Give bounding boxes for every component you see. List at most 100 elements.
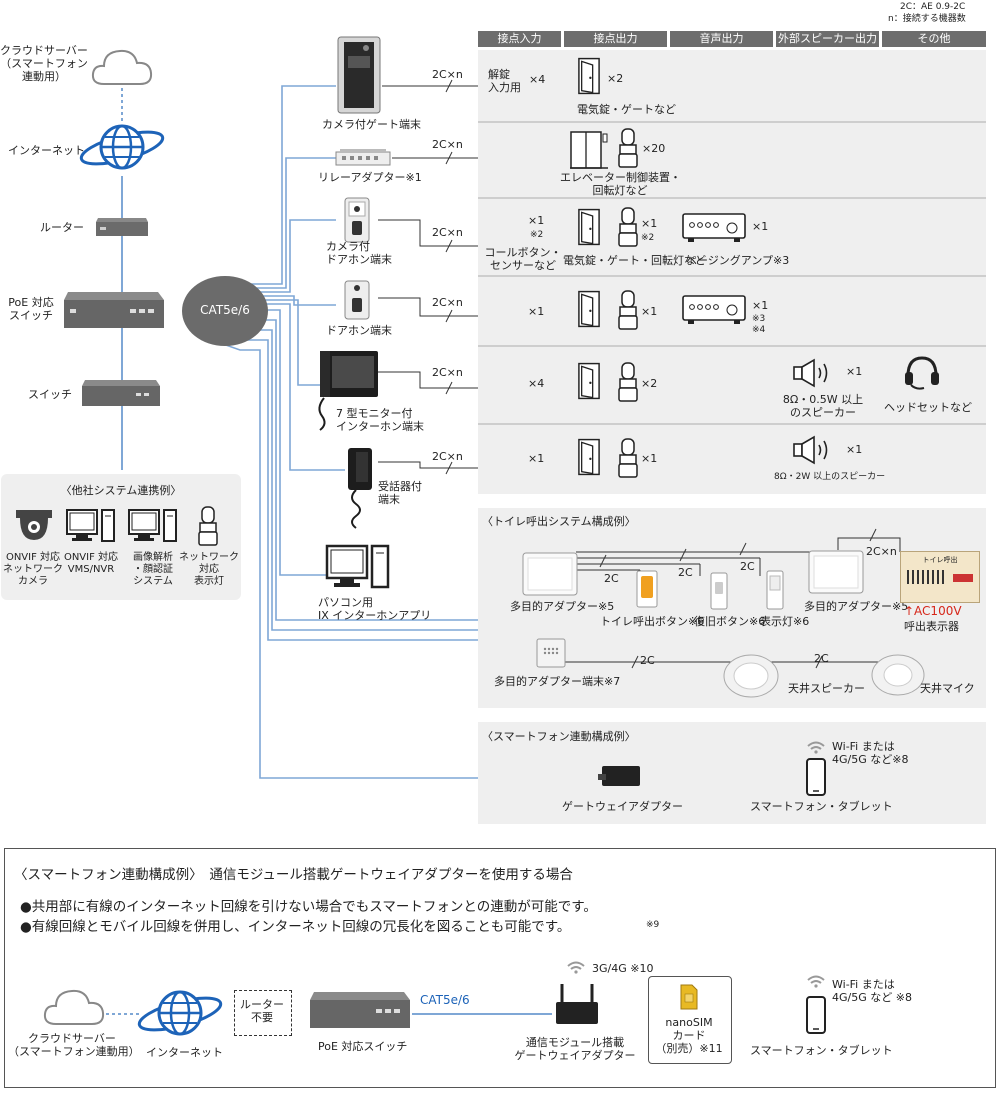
- other-system-camera: ONVIF 対応 ネットワーク カメラ: [3, 552, 63, 587]
- row3-input-count: ×1: [528, 214, 545, 227]
- header-other: その他: [882, 31, 986, 47]
- gateway-adapter-icon: [598, 766, 640, 786]
- vms-pc-icon: [66, 509, 115, 542]
- multipurpose-adapter-icon: [522, 552, 578, 596]
- row3-amp-caption: ページングアンプ※3: [686, 254, 790, 267]
- row2-output-count: ×20: [642, 142, 666, 155]
- router-icon: [96, 218, 148, 236]
- bottom-cloud-label: クラウドサーバー （スマートフォン連動用）: [8, 1032, 140, 1058]
- wifi-icon: [807, 741, 825, 754]
- toilet-call-button-icon: [636, 570, 658, 608]
- pc-app-icon: [325, 544, 390, 589]
- handset-terminal-icon: [348, 448, 372, 529]
- header-contact-input: 接点入力: [478, 31, 561, 47]
- relay-adapter-icon: [335, 149, 391, 166]
- internet-label: インターネット: [8, 144, 85, 157]
- toilet-wire-2c-a: 2C: [604, 572, 619, 585]
- bottom-internet-label: インターネット: [146, 1046, 223, 1059]
- header-contact-output: 接点出力: [564, 31, 667, 47]
- cat-cable-label: CAT5e/6: [200, 303, 250, 317]
- doorphone-icon: [344, 280, 370, 320]
- toilet-wire-2cn: 2C×n: [866, 545, 897, 558]
- multipurpose-terminal-label: 多目的アダプター端末※7: [494, 675, 621, 688]
- cat-cable-bubble: [182, 276, 268, 346]
- camera-gate-terminal-icon: [337, 36, 381, 114]
- other-system-face: 画像解析 ・顔認証 システム: [133, 552, 173, 587]
- nanosim-box: [648, 976, 732, 1064]
- headset-icon: [905, 356, 939, 390]
- elevator-icon: [570, 131, 608, 169]
- toilet-wire-2c-d: 2C: [640, 654, 655, 667]
- bottom-wifi-label: Wi-Fi または 4G/5G など ※8: [832, 978, 912, 1004]
- sim-card-icon: [680, 984, 698, 1010]
- terminal-relay-adapter: リレーアダプター※1: [318, 171, 422, 184]
- row4-input-count: ×1: [528, 305, 545, 318]
- row3-input-note: ※2: [530, 230, 544, 240]
- indicator-lamp-label: 表示灯※6: [760, 615, 810, 628]
- bottom-poe-switch-icon: [310, 992, 410, 1028]
- smartphone-link-title: 〈スマートフォン連動構成例〉: [482, 730, 636, 743]
- wire-label-row3: 2C×n: [432, 226, 463, 239]
- call-display-grille: [907, 570, 947, 584]
- row3-output-caption: 電気錠・ゲート・回転灯など: [563, 254, 706, 267]
- other-system-vms: ONVIF 対応 VMS/NVR: [63, 552, 119, 575]
- other-systems-title: 〈他社システム連携例〉: [60, 484, 182, 497]
- row2-output-caption: エレベーター制御装置・ 回転灯など: [560, 171, 681, 197]
- header-audio-output: 音声出力: [670, 31, 773, 47]
- camera-doorphone-icon: [344, 197, 370, 243]
- gateway-adapter-label: ゲートウェイアダプター: [562, 800, 683, 813]
- face-recognition-pc-icon: [128, 509, 177, 542]
- bottom-title: 〈スマートフォン連動構成例〉 通信モジュール搭載ゲートウェイアダプターを使用する…: [14, 867, 573, 883]
- toilet-system-title: 〈トイレ呼出システム構成例〉: [482, 515, 636, 528]
- bottom-bullet-1: ●共用部に有線のインターネット回線を引けない場合でもスマートフォンとの連動が可能…: [20, 899, 597, 915]
- nanosim-label: nanoSIM カード （別売）※11: [655, 1016, 723, 1055]
- toilet-adapter1-label: 多目的アダプター※5: [510, 600, 615, 613]
- bottom-internet-globe-icon: [137, 990, 223, 1036]
- device-rows-panel: [478, 50, 986, 494]
- call-display-label: 呼出表示器: [904, 620, 959, 633]
- multipurpose-adapter-icon: [808, 550, 864, 594]
- row6-output-count: ×1: [641, 452, 658, 465]
- row3-output-count: ×1: [641, 217, 658, 230]
- row4-amp-count: ×1: [752, 299, 769, 312]
- row1-output-caption: 電気錠・ゲートなど: [577, 103, 676, 116]
- row4-amp-note: ※3 ※4: [752, 314, 766, 335]
- network-camera-icon: [16, 510, 52, 540]
- terminal-pc-app: パソコン用 IX インターホンアプリ: [318, 596, 432, 622]
- toilet-adapter2-label: 多目的アダプター※5: [804, 600, 909, 613]
- poe-switch-label: PoE 対応 スイッチ: [8, 296, 54, 322]
- smartphone-icon: [806, 758, 826, 796]
- row1-input-label: 解錠 入力用: [488, 68, 521, 94]
- toilet-wire-2c-b: 2C: [678, 566, 693, 579]
- toilet-wire-2c-e: 2C: [814, 652, 829, 665]
- bottom-cat-label: CAT5e/6: [420, 993, 470, 1007]
- terminal-monitor: 7 型モニター付 インターホン端末: [336, 407, 424, 433]
- call-display-panel-icon: トイレ呼出: [900, 551, 980, 603]
- ceiling-speaker-icon: [723, 654, 779, 698]
- toilet-call-button-label: トイレ呼出ボタン※6: [600, 615, 705, 628]
- row1-output-count: ×2: [607, 72, 624, 85]
- toilet-wires: [548, 528, 901, 669]
- multipurpose-terminal-icon: [536, 638, 566, 668]
- router-not-required-label: ルーター 不要: [240, 998, 284, 1024]
- row3-output-note: ※2: [641, 233, 655, 243]
- legend-note-2c: 2C：AE 0.9-2C: [900, 2, 966, 12]
- switch-icon: [82, 380, 160, 406]
- row5-output-count: ×2: [641, 377, 658, 390]
- row3-amp-count: ×1: [752, 220, 769, 233]
- bottom-smartphone-label: スマートフォン・タブレット: [750, 1044, 893, 1057]
- smartphone-link-panel: [478, 722, 986, 824]
- wire-label-row5: 2C×n: [432, 366, 463, 379]
- reset-button-icon: [710, 572, 728, 610]
- row-dividers: [478, 121, 986, 425]
- row6-speaker-caption: 8Ω・2W 以上のスピーカー: [774, 472, 886, 482]
- bottom-bullet-2: ●有線回線とモバイル回線を併用し、インターネット回線の冗長化を図ることも可能です…: [20, 919, 571, 935]
- terminal-camera-doorphone: カメラ付 ドアホン端末: [326, 240, 392, 266]
- terminal-doorphone: ドアホン端末: [326, 324, 392, 337]
- gateway-module-icon: [556, 984, 598, 1024]
- ac100v-label: ↑AC100V: [904, 604, 962, 618]
- row5-speaker-caption: 8Ω・0.5W 以上 のスピーカー: [782, 393, 864, 419]
- switch-label: スイッチ: [28, 388, 72, 401]
- row6-input-count: ×1: [528, 452, 545, 465]
